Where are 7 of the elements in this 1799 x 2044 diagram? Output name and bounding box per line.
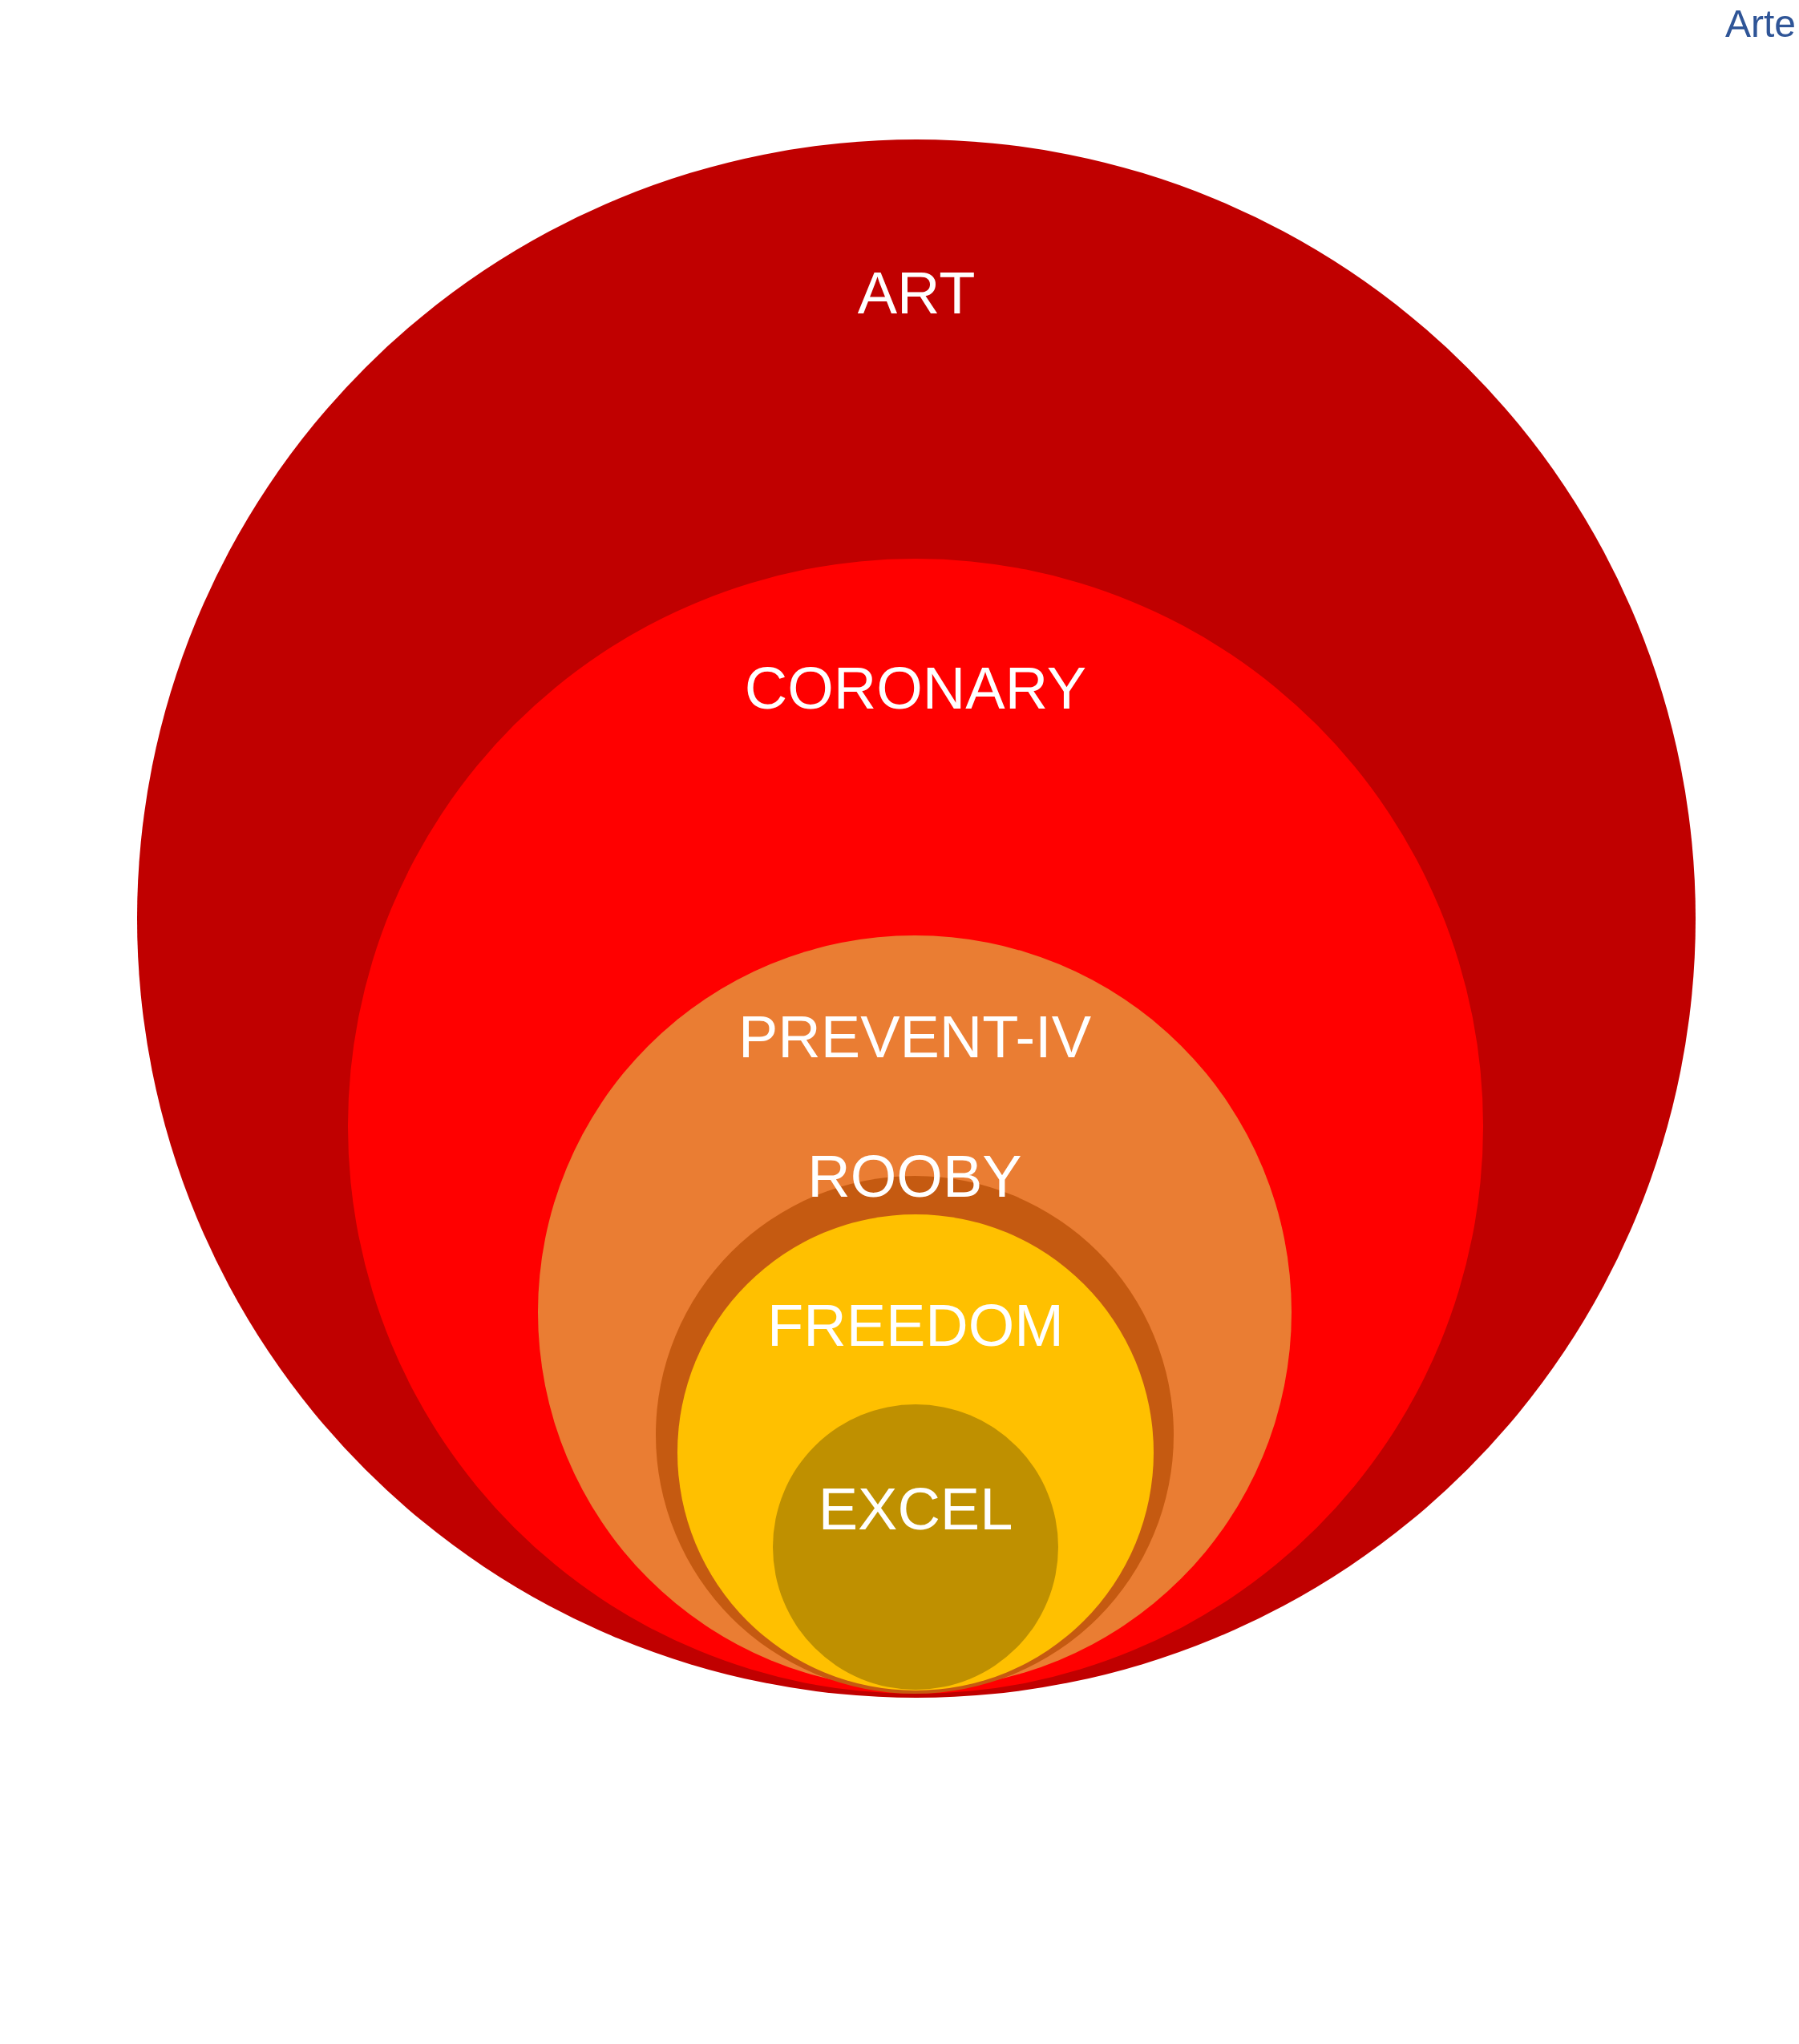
region-label: CORONARY <box>744 659 1087 718</box>
region-label: FREEDOM <box>767 1296 1064 1355</box>
region-label: ROOBY <box>807 1147 1022 1206</box>
corner-text: Arte <box>1724 3 1796 46</box>
region-label: PREVENT-IV <box>738 1008 1091 1067</box>
region-label: ART <box>857 264 976 323</box>
region-label: EXCEL <box>818 1480 1013 1539</box>
